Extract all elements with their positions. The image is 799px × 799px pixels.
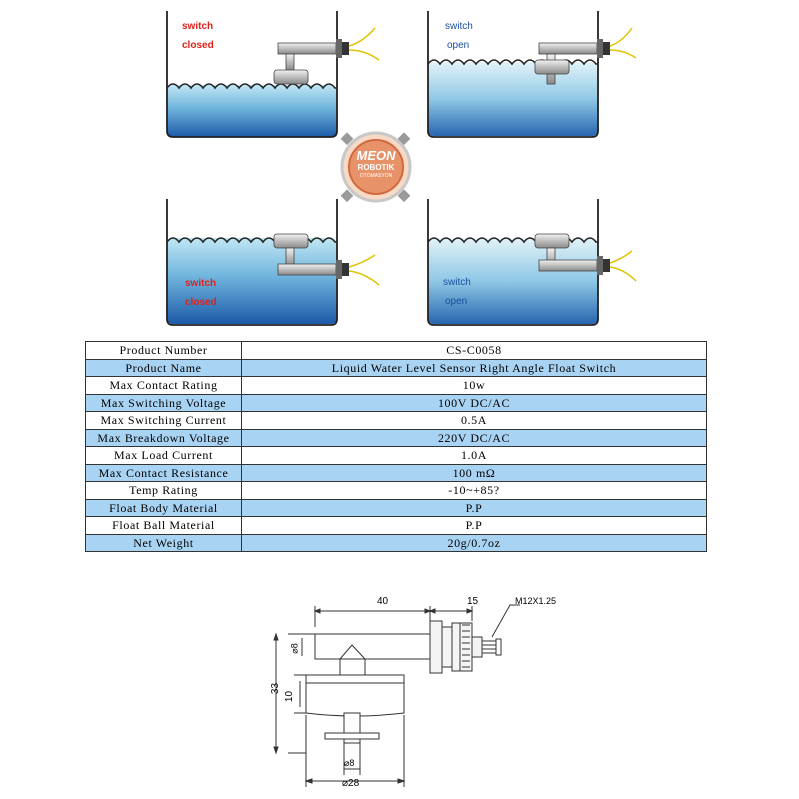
dim-label-10: 10	[284, 690, 296, 703]
spec-value: 20g/0.7oz	[241, 533, 707, 552]
panel-2-label-switch: switch	[445, 21, 473, 32]
logo-text-otomasyon: OTOMASYON	[359, 173, 393, 179]
dim-label-40: 40	[377, 596, 389, 607]
spec-value: 220V DC/AC	[241, 428, 707, 447]
panel-1-label-switch: switch	[182, 21, 214, 32]
spec-value: 0.5A	[241, 411, 707, 430]
tank-panel-3: switch closed	[166, 198, 391, 326]
spec-label: Max Switching Current	[85, 411, 242, 430]
spec-value: CS-C0058	[241, 341, 707, 360]
tank-panel-1: switch closed	[166, 10, 391, 138]
dim-label-phi28: ⌀28	[342, 778, 360, 789]
panel-3-label-state: closed	[185, 297, 217, 308]
spec-value: 100V DC/AC	[241, 393, 707, 412]
spec-label: Max Switching Voltage	[85, 393, 242, 412]
spec-value: Liquid Water Level Sensor Right Angle Fl…	[241, 358, 707, 377]
spec-value: P.P	[241, 498, 707, 517]
dim-label-33: 33	[270, 682, 282, 695]
spec-label: Temp Rating	[85, 481, 242, 500]
spec-label: Max Contact Resistance	[85, 463, 242, 482]
panel-4-label-switch: switch	[443, 277, 471, 288]
dimension-drawing: 40 15 M12X1.25 ⌀8 33 10 ⌀8 ⌀28	[270, 593, 560, 793]
dim-label-15: 15	[467, 596, 479, 607]
spec-label: Max Contact Rating	[85, 376, 242, 395]
panel-3-label-switch: switch	[185, 278, 217, 289]
spec-row: Temp Rating-10~+85?	[85, 481, 707, 500]
spec-label: Product Name	[85, 358, 242, 377]
tank-panel-2: switch open	[427, 10, 642, 138]
tank-panel-4: switch open	[427, 198, 642, 326]
panel-2-label-state: open	[447, 40, 470, 51]
spec-label: Net Weight	[85, 533, 242, 552]
dim-label-phi8-bottom: ⌀8	[344, 758, 355, 768]
spec-value: 10w	[241, 376, 707, 395]
spec-label: Float Ball Material	[85, 516, 242, 535]
spec-value: P.P	[241, 516, 707, 535]
dim-label-thread: M12X1.25	[515, 596, 557, 606]
meon-robotik-logo: MEON ROBOTIK OTOMASYON	[339, 130, 413, 209]
spec-label: Max Load Current	[85, 446, 242, 465]
panel-1-label-state: closed	[182, 40, 214, 51]
spec-value: -10~+85?	[241, 481, 707, 500]
logo-text-meon: MEON	[356, 148, 396, 163]
spec-value: 100 mΩ	[241, 463, 707, 482]
dim-label-phi8-top: ⌀8	[289, 643, 300, 654]
panel-4-label-state: open	[445, 296, 468, 307]
spec-label: Float Body Material	[85, 498, 242, 517]
logo-text-robotik: ROBOTIK	[357, 163, 395, 172]
spec-value: 1.0A	[241, 446, 707, 465]
spec-label: Product Number	[85, 341, 242, 360]
spec-label: Max Breakdown Voltage	[85, 428, 242, 447]
